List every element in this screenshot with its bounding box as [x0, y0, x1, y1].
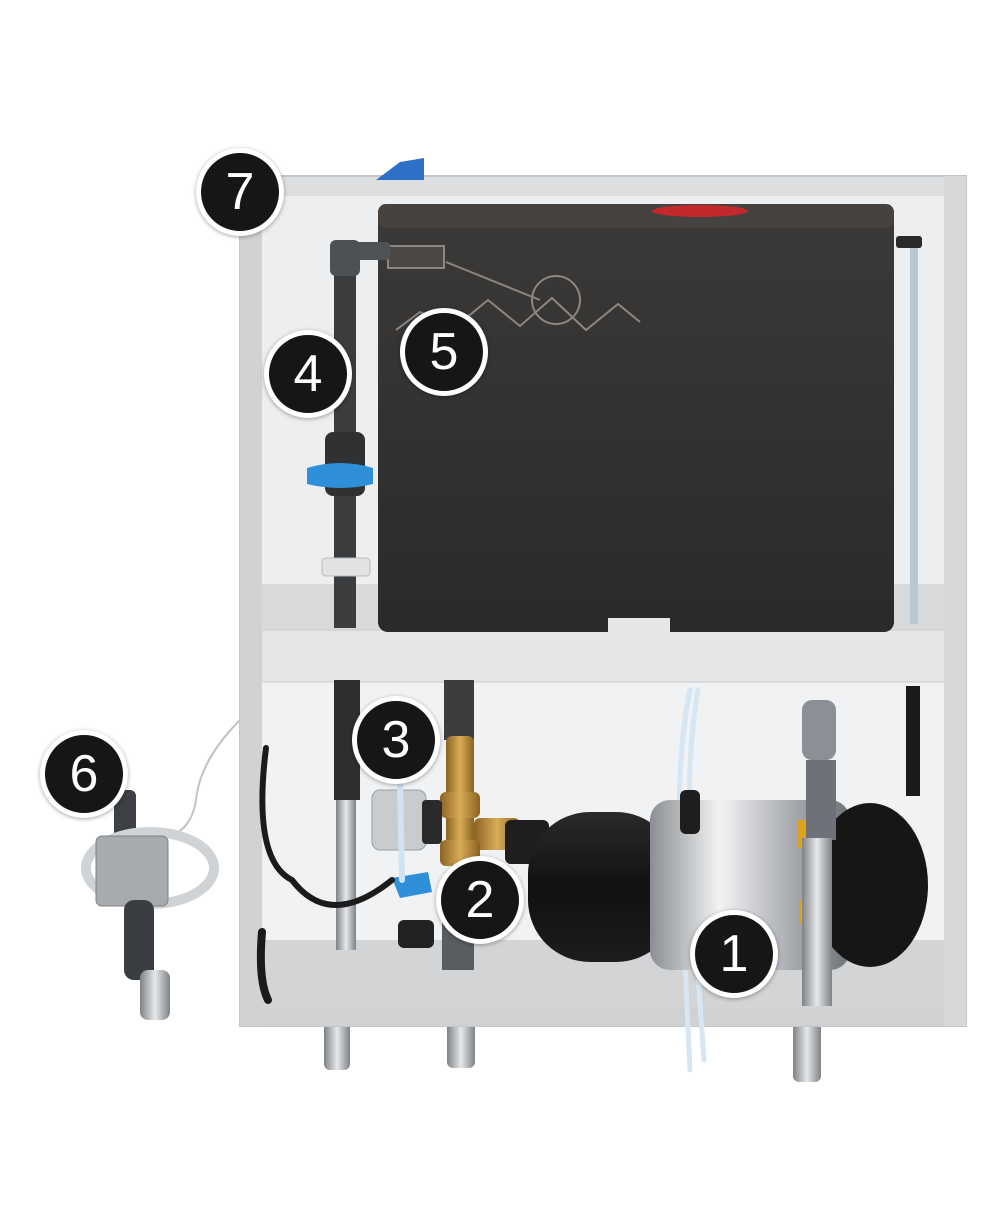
outlet-pipe	[802, 686, 920, 1006]
cabinet-legs	[324, 1018, 821, 1082]
level-sensor-probe	[81, 790, 219, 1020]
callout-1-number: 1	[719, 925, 749, 983]
callout-4-number: 4	[293, 345, 323, 403]
callout-2: 2	[436, 856, 524, 944]
callout-4: 4	[264, 330, 352, 418]
callout-6-number: 6	[69, 745, 99, 803]
callout-3-number: 3	[381, 711, 411, 769]
callout-7: 7	[196, 148, 284, 236]
callout-3: 3	[352, 696, 440, 784]
callout-6: 6	[40, 730, 128, 818]
callout-5: 5	[400, 308, 488, 396]
callout-1: 1	[690, 910, 778, 998]
water-tank	[378, 204, 922, 634]
callout-2-number: 2	[465, 871, 495, 929]
callout-5-number: 5	[429, 323, 459, 381]
callout-7-number: 7	[225, 163, 255, 221]
